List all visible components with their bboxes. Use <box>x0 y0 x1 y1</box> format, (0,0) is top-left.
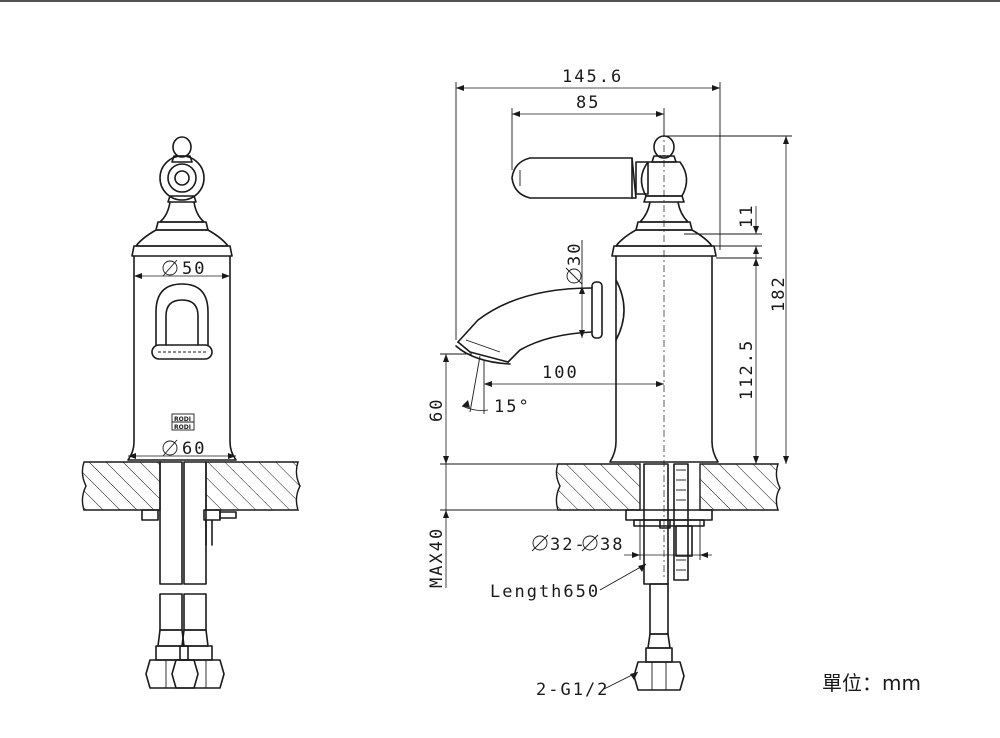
spout-height-label: 60 <box>427 398 447 422</box>
spout-angle-label: 15° <box>494 397 531 417</box>
connection-label: 2-G1/2 <box>536 680 609 700</box>
hole-diameter-label: 32- <box>550 535 587 555</box>
hole-diameter-label-2: 38 <box>600 535 624 555</box>
dim-handle-height: 11 <box>684 204 762 262</box>
spout-projection-label: 100 <box>542 363 579 383</box>
dim-spout-projection: 100 <box>483 360 664 414</box>
front-counter-right <box>205 461 301 511</box>
unit-label: 單位：mm <box>822 671 921 695</box>
front-view: 50 RODI RODI 60 <box>81 136 301 689</box>
side-lever-handle <box>511 157 649 199</box>
dim-body-diameter: 30 <box>565 240 585 338</box>
callout-hose-length: Length650 <box>490 563 647 602</box>
side-view: 145.6 85 182 11 <box>427 67 792 700</box>
side-counter-right <box>699 463 781 511</box>
body-diameter-label: 30 <box>565 242 585 266</box>
side-spout <box>455 279 625 365</box>
front-top-diameter: 50 <box>182 259 206 279</box>
dim-overall-width: 145.6 <box>455 67 721 340</box>
dim-hole-diameter: 32- 38 <box>531 520 712 560</box>
svg-text:RODI: RODI <box>174 424 191 431</box>
handle-height-label: 11 <box>737 204 757 228</box>
front-dim-diameter-50: 50 <box>134 259 230 279</box>
dim-total-height: 182 <box>664 135 792 464</box>
dim-spout-reach: 85 <box>511 93 665 170</box>
spout-reach-label: 85 <box>576 93 600 113</box>
side-hose <box>633 583 685 691</box>
front-base-diameter: 60 <box>182 439 206 459</box>
side-counter-left <box>555 463 641 511</box>
front-handle <box>131 136 233 257</box>
svg-text:RODI: RODI <box>174 416 191 423</box>
side-body <box>609 255 719 463</box>
body-height-label: 112.5 <box>737 339 757 400</box>
front-counter-left <box>81 461 161 511</box>
dim-spout-angle: 15° <box>461 355 531 417</box>
overall-width-label: 145.6 <box>562 67 623 87</box>
front-body <box>127 255 237 461</box>
dim-deck-thickness: MAX40 <box>427 464 558 588</box>
front-spout-outlet <box>151 283 213 360</box>
hose-length-label: Length650 <box>490 582 600 602</box>
callout-connection: 2-G1/2 <box>536 671 639 700</box>
front-hoses <box>145 461 225 689</box>
brand-logo: RODI RODI <box>171 413 195 431</box>
deck-thickness-label: MAX40 <box>427 527 447 588</box>
total-height-label: 182 <box>769 275 789 312</box>
front-dim-diameter-60: 60 <box>128 439 236 459</box>
dim-spout-height: 60 <box>427 353 472 464</box>
dim-body-height: 112.5 <box>716 257 762 464</box>
